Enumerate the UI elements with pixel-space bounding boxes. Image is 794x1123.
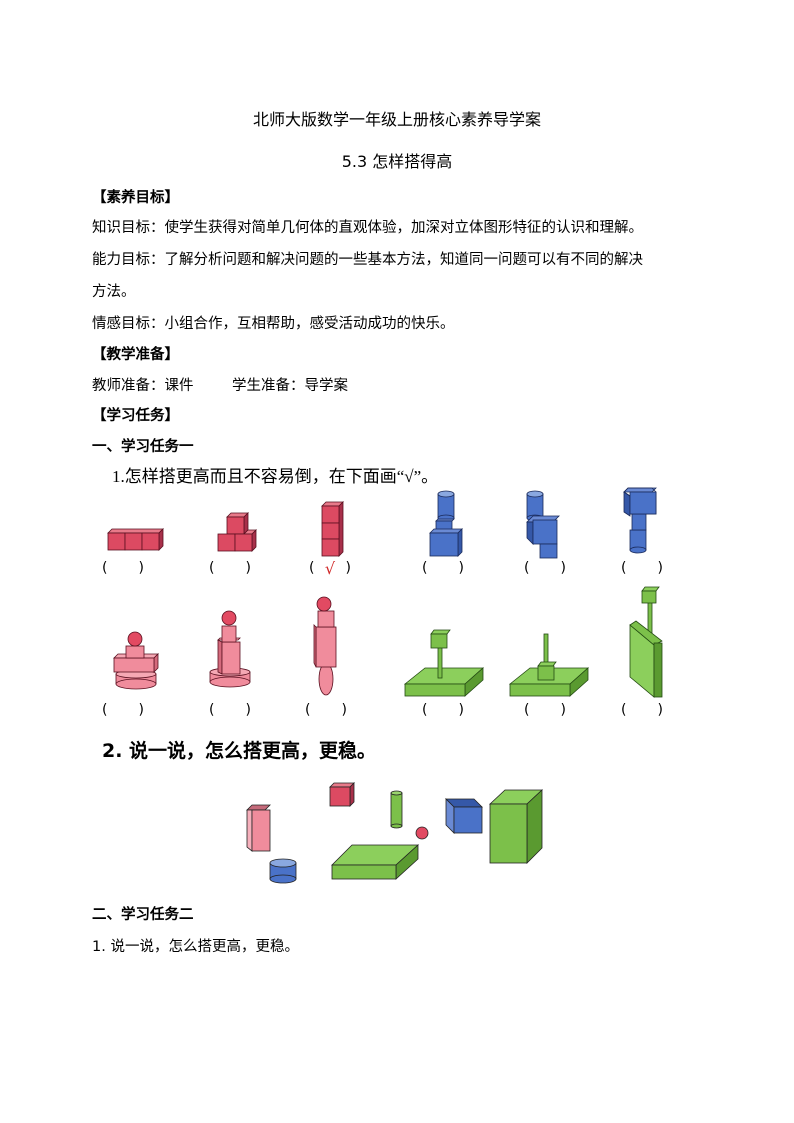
figure-pink-stack-1-icon (113, 631, 159, 690)
teacher-preparation: 教师准备：课件 (92, 378, 194, 394)
paren-right: ) (138, 702, 144, 718)
green-box-icon (488, 789, 544, 864)
figure-blue-stack-2-icon (526, 490, 560, 559)
figure-pyramid-cubes-icon (217, 512, 257, 552)
figure-pink-stack-2-icon (209, 610, 251, 688)
paren-left: ( (209, 560, 215, 576)
goal-ability-line2: 方法。 (92, 284, 136, 300)
pink-prism-icon (246, 804, 271, 852)
paren-left: ( (524, 560, 530, 576)
goal-ability-line1: 能力目标：了解分析问题和解决问题的一些基本方法，知道同一问题可以有不同的解决 (92, 252, 643, 268)
paren-left: ( (621, 702, 627, 718)
paren-left: ( (422, 702, 428, 718)
paren-left: ( (102, 560, 108, 576)
task2-question1: 1. 说一说，怎么搭更高，更稳。 (92, 939, 299, 955)
figure-green-tall-board-pole-icon (629, 586, 663, 698)
check-mark-icon: √ (324, 559, 336, 578)
document-title: 北师大版数学一年级上册核心素养导学案 (252, 110, 541, 129)
paren-left: ( (309, 560, 315, 576)
paren-right: ) (345, 560, 351, 576)
green-cylinder-icon (390, 790, 403, 829)
green-slab-icon (331, 844, 420, 880)
goal-knowledge: 知识目标：使学生获得对简单几何体的直观体验，加深对立体图形特征的认识和理解。 (92, 220, 643, 236)
task1-question2: 2. 说一说，怎么搭更高，更稳。 (102, 740, 377, 762)
paren-left: ( (209, 702, 215, 718)
red-ball-icon (415, 826, 429, 840)
preparation-heading: 【教学准备】 (92, 347, 179, 363)
task1-question1: 1.怎样搭更高而且不容易倒，在下面画“√”。 (112, 467, 439, 486)
document-subtitle: 5.3 怎样搭得高 (341, 152, 453, 171)
red-cube-icon (329, 782, 355, 807)
figure-blue-stack-1-icon (429, 490, 463, 557)
task1-heading: 一、学习任务一 (92, 439, 194, 455)
figure-pink-stack-3-icon (313, 596, 337, 696)
figure-green-base-cube-pole-icon (508, 633, 590, 697)
figure-vertical-cubes-icon (321, 501, 344, 557)
figure-blue-stack-3-icon (623, 487, 657, 554)
paren-right: ) (458, 702, 464, 718)
blue-cube-icon (445, 798, 483, 834)
paren-right: ) (458, 560, 464, 576)
blue-cylinder-icon (269, 858, 297, 884)
paren-left: ( (422, 560, 428, 576)
paren-right: ) (657, 560, 663, 576)
paren-left: ( (305, 702, 311, 718)
paren-right: ) (657, 702, 663, 718)
goals-heading: 【素养目标】 (92, 190, 179, 206)
paren-right: ) (245, 702, 251, 718)
paren-right: ) (560, 560, 566, 576)
paren-left: ( (102, 702, 108, 718)
figure-horizontal-cubes-icon (107, 528, 164, 551)
student-preparation: 学生准备：导学案 (232, 378, 348, 394)
paren-right: ) (560, 702, 566, 718)
paren-left: ( (621, 560, 627, 576)
goal-emotion: 情感目标：小组合作，互相帮助，感受活动成功的快乐。 (92, 316, 455, 332)
paren-left: ( (524, 702, 530, 718)
task2-heading: 二、学习任务二 (92, 907, 194, 923)
figure-green-flat-base-pole-icon (403, 629, 485, 697)
paren-right: ) (245, 560, 251, 576)
tasks-heading: 【学习任务】 (92, 408, 179, 424)
paren-right: ) (138, 560, 144, 576)
paren-right: ) (341, 702, 347, 718)
scattered-blocks-illustration (246, 782, 544, 884)
